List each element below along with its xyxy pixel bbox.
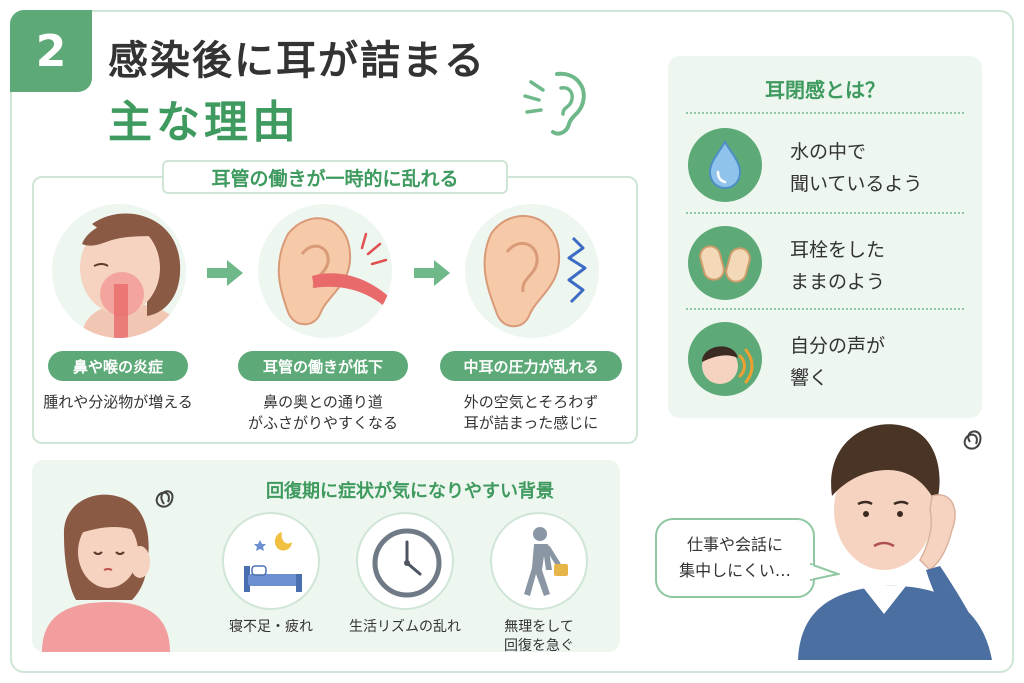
ear-sound-icon [523,71,586,136]
step-label-inflammation: 鼻や喉の炎症 [48,351,188,381]
tired-woman-illustration [42,490,174,652]
inflamed-throat-illustration [52,204,186,338]
section-number-badge: 2 [10,10,92,92]
speech-bubble: 仕事や会話に 集中しにくい… [655,518,815,598]
step-desc-tube-function: 鼻の奥との通り道 がふさがりやすくなる [247,393,398,432]
walking-person-icon [490,512,588,610]
fullness-text-own-voice: 自分の声が 響く [790,335,886,389]
clock-icon [356,512,454,610]
own-voice-icon [688,322,762,396]
ear-fullness-title: 耳閉感とは？ [765,78,885,102]
water-drop-icon [688,128,762,202]
step-label-tube-function: 耳管の働きが低下 [238,351,408,381]
step-label-middle-ear-pressure: 中耳の圧力が乱れる [440,351,622,381]
cause-label-fatigue: 寝不足・疲れ [229,619,313,635]
divider [686,112,964,114]
speech-bubble-tail [810,562,840,582]
divider [686,212,964,214]
step-desc-inflammation: 腫れや分泌物が増える [43,393,193,411]
cause-label-rhythm: 生活リズムの乱れ [349,619,461,635]
recovery-panel-title: 回復期に症状が気になりやすい背景 [266,481,554,502]
cause-label-rushing: 無理をして 回復を急ぐ [504,619,574,654]
page-title-line2: 主な理由 [108,97,300,148]
ear-canal-illustration [258,204,392,338]
sleep-bed-icon [222,512,320,610]
page-title-line1: 感染後に耳が詰まる [108,38,486,84]
earplug-icon [688,226,762,300]
arrow-right-icon [414,260,450,286]
fullness-text-underwater: 水の中で 聞いているよう [790,141,923,195]
eustachian-panel-title: 耳管の働きが一時的に乱れる [162,160,508,194]
fullness-text-earplug: 耳栓をした ままのよう [790,239,886,293]
man-holding-ear-illustration [798,424,992,660]
step-desc-middle-ear-pressure: 外の空気とそろわず 耳が詰まった感じに [463,393,599,432]
ear-pressure-illustration [465,204,599,338]
arrow-right-icon [207,260,243,286]
divider [686,308,964,310]
